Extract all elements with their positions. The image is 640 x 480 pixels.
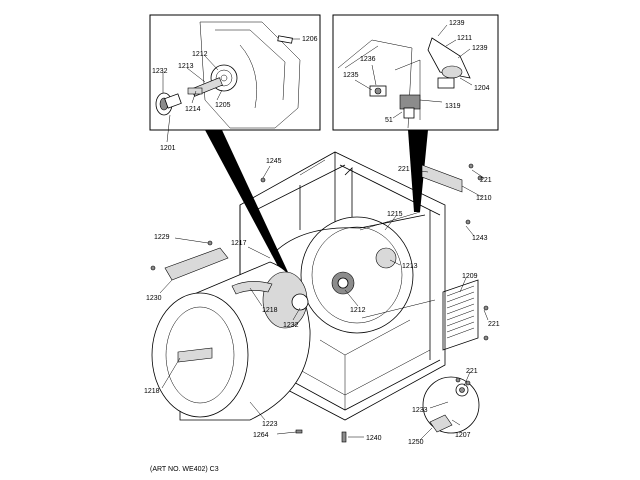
callout-1211: 1211 bbox=[457, 35, 472, 42]
callout-1201: 1201 bbox=[160, 145, 176, 152]
inset-pointer-left bbox=[205, 130, 300, 300]
callout-1215: 1215 bbox=[387, 211, 403, 218]
callout-1245: 1245 bbox=[266, 158, 282, 165]
callout-1233: 1233 bbox=[412, 407, 428, 414]
callout-1204: 1204 bbox=[474, 85, 490, 92]
inset-right: 1239 1211 1239 1236 1235 1204 1319 51 bbox=[332, 14, 499, 131]
inset-left: 1206 1212 1232 1213 1214 1205 1201 bbox=[149, 14, 321, 152]
callout-1209: 1209 bbox=[462, 273, 478, 280]
callout-1214: 1214 bbox=[185, 106, 201, 113]
drive-belt bbox=[271, 214, 426, 256]
callout-1212: 1212 bbox=[192, 51, 208, 58]
callout-1212: 1212 bbox=[350, 307, 366, 314]
callout-221-right: 221 bbox=[480, 177, 492, 184]
callout-1319: 1319 bbox=[445, 103, 461, 110]
callout-221-vent: 221 bbox=[488, 321, 500, 328]
front-rail bbox=[164, 247, 229, 281]
callout-1236: 1236 bbox=[360, 56, 376, 63]
callout-1218-drum: 1218 bbox=[262, 307, 278, 314]
callout-1205: 1205 bbox=[215, 102, 231, 109]
callout-1213: 1213 bbox=[402, 263, 418, 270]
callout-1213: 1213 bbox=[178, 63, 194, 70]
callout-1239: 1239 bbox=[472, 45, 488, 52]
callout-221-bottom: 221 bbox=[466, 368, 478, 375]
callout-1218-inner: 1218 bbox=[144, 388, 160, 395]
callout-1250: 1250 bbox=[408, 439, 424, 446]
callout-51: 51 bbox=[385, 117, 393, 124]
drum bbox=[151, 261, 311, 421]
callout-1243: 1243 bbox=[472, 235, 488, 242]
screws bbox=[150, 163, 489, 443]
callout-1217: 1217 bbox=[231, 240, 247, 247]
callout-1232: 1232 bbox=[283, 322, 299, 329]
detail-1250 bbox=[422, 376, 480, 434]
callout-1206: 1206 bbox=[302, 36, 318, 43]
art-number: (ART NO. WE402) C3 bbox=[150, 466, 219, 473]
callouts-main: 1245 221 221 1210 1215 1243 1229 1217 12… bbox=[144, 158, 500, 446]
leader-lines bbox=[159, 165, 489, 441]
callout-1235: 1235 bbox=[343, 72, 359, 79]
callout-1223: 1223 bbox=[262, 421, 278, 428]
callout-1207: 1207 bbox=[455, 432, 471, 439]
callout-1239-top: 1239 bbox=[449, 20, 465, 27]
callout-1210: 1210 bbox=[476, 195, 492, 202]
callout-1240: 1240 bbox=[366, 435, 382, 442]
callout-1264: 1264 bbox=[253, 432, 269, 439]
callout-1232: 1232 bbox=[152, 68, 168, 75]
callout-221-top: 221 bbox=[398, 166, 410, 173]
callout-1229: 1229 bbox=[154, 234, 170, 241]
rear-bulkhead bbox=[300, 211, 436, 334]
callout-1230: 1230 bbox=[146, 295, 162, 302]
